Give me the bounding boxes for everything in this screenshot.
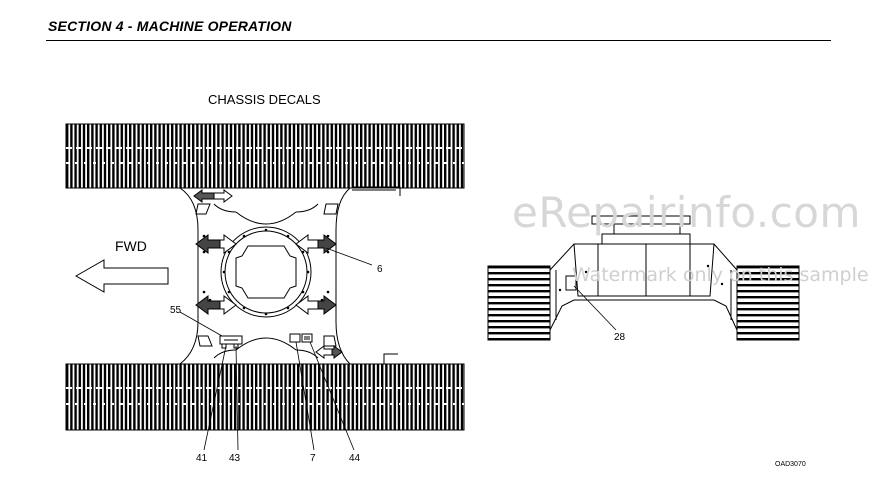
fwd-label: FWD xyxy=(115,238,147,254)
direction-decals xyxy=(193,189,343,359)
lower-track xyxy=(65,363,465,431)
callout-43: 43 xyxy=(229,453,241,464)
header-rule xyxy=(46,40,831,41)
callout-7: 7 xyxy=(310,453,316,464)
bottom-decals xyxy=(219,333,313,349)
callout-6: 6 xyxy=(377,264,383,275)
watermark-main: eRepairinfo.com xyxy=(512,188,861,237)
leader-28 xyxy=(573,285,617,331)
corner-markers xyxy=(195,203,339,347)
figure-reference: OAD3070 xyxy=(775,461,806,468)
leader-lines xyxy=(179,247,373,451)
section-header: SECTION 4 - MACHINE OPERATION xyxy=(48,18,292,34)
callout-55: 55 xyxy=(170,305,182,316)
callout-41: 41 xyxy=(196,453,208,464)
figure-title: CHASSIS DECALS xyxy=(208,92,321,107)
end-view xyxy=(487,215,800,341)
callout-28: 28 xyxy=(614,332,626,343)
watermark-sub: Watermark only on this sample xyxy=(572,264,869,286)
callout-44: 44 xyxy=(349,453,361,464)
forward-arrow xyxy=(74,259,169,293)
upper-track xyxy=(65,123,465,189)
